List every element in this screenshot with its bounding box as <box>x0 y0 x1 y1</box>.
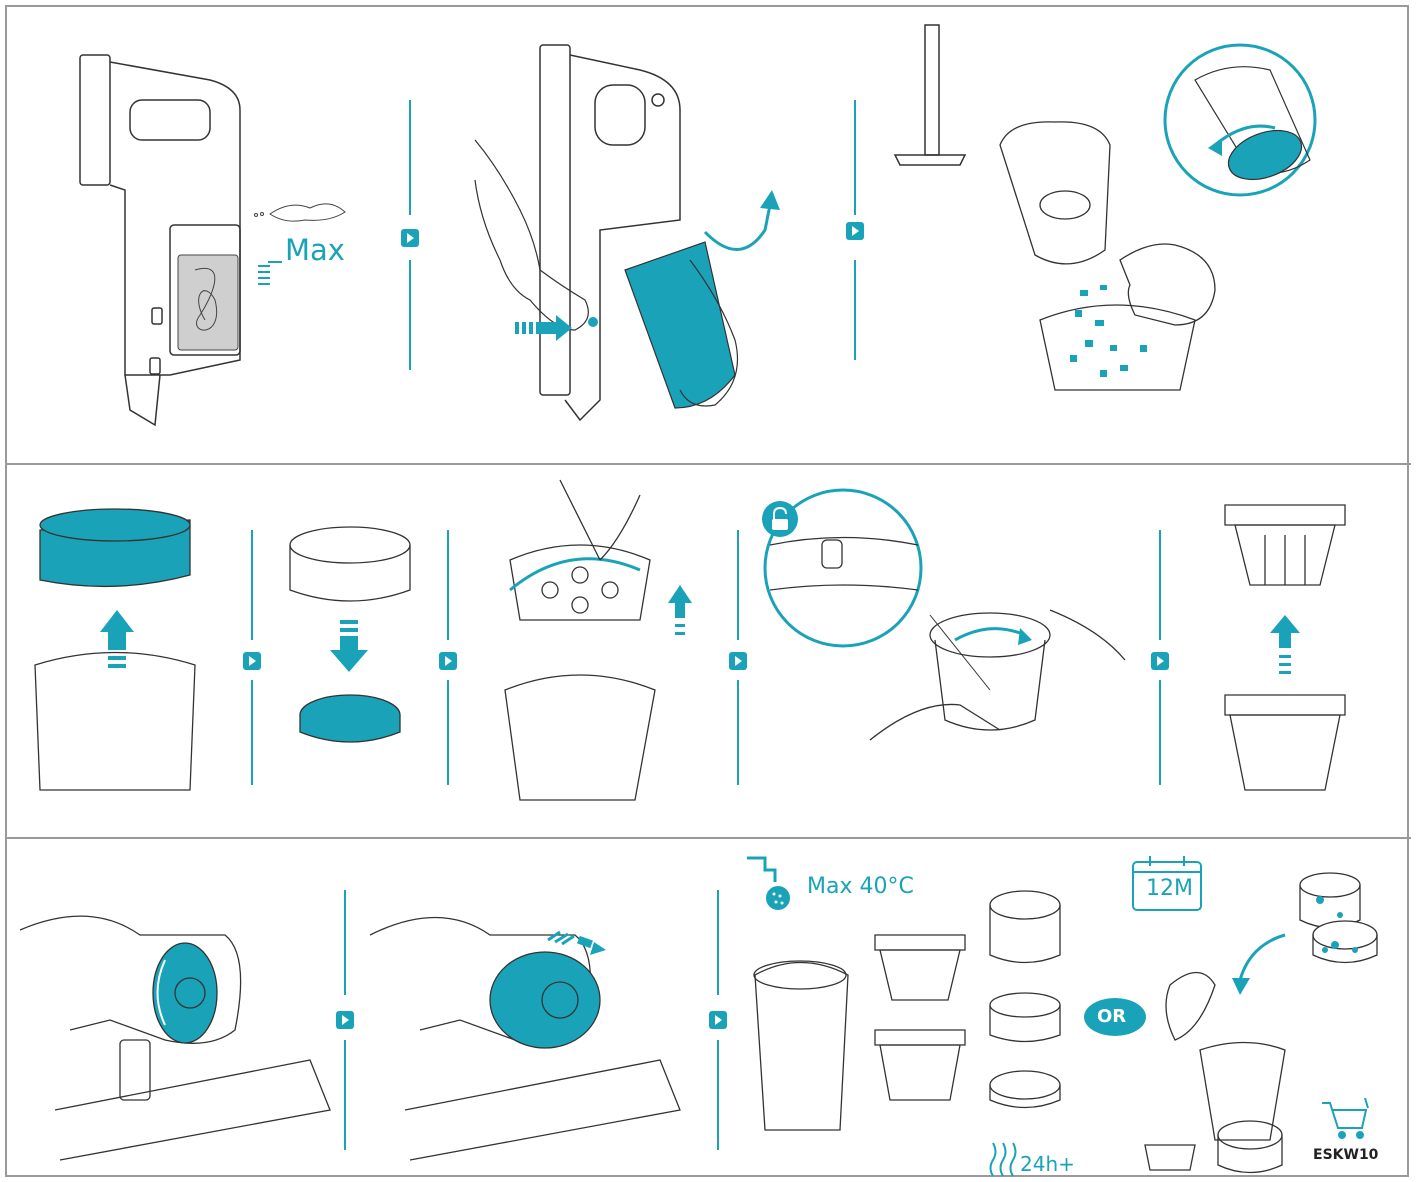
dust-cloud <box>255 204 346 221</box>
lift-up-arrow <box>668 585 692 635</box>
product-code-label: ESKW10 <box>1313 1147 1378 1163</box>
step-arrow-icon <box>1151 652 1169 670</box>
dust-bin-removed <box>625 242 738 408</box>
lift-arrow <box>705 190 780 250</box>
step-arrow-icon <box>709 1011 727 1029</box>
assemble-up-arrow <box>1270 615 1300 674</box>
vacuum-body-illustration <box>80 55 240 425</box>
or-label: OR <box>1097 1006 1126 1027</box>
max-fill-label: Max <box>285 233 345 267</box>
cyclone-rotate <box>870 610 1125 740</box>
hand-left <box>475 140 588 330</box>
step-arrow-icon <box>336 1011 354 1029</box>
zoom-circle-filter-twist <box>1165 45 1315 195</box>
step-arrow-icon <box>243 652 261 670</box>
water-tap-icon <box>747 858 790 910</box>
max-fill-marks <box>258 262 282 284</box>
washable-parts <box>754 891 1060 1130</box>
replacement-interval-label: 12M <box>1146 876 1193 901</box>
push-arrow <box>515 315 598 341</box>
debris-particles <box>1070 285 1147 377</box>
max-temperature-label: Max 40°C <box>807 874 914 899</box>
heat-waves-icon <box>991 1143 1016 1176</box>
dry-time-label: 24h+ <box>1020 1152 1075 1176</box>
discard-arrow <box>1232 935 1285 995</box>
stand-icon <box>895 25 965 165</box>
cyclone-lift <box>505 480 655 800</box>
filter-foam-separate <box>290 527 410 742</box>
filter-teal-twist <box>153 943 217 1043</box>
step-arrow-icon <box>729 652 747 670</box>
step-arrow-icon <box>401 229 419 247</box>
filter-teal-pull <box>490 932 606 1048</box>
debris-fill <box>178 255 238 350</box>
zoom-circle-unlock <box>762 490 990 690</box>
hepa-filter-lift <box>35 509 195 790</box>
step-arrow-icon <box>439 652 457 670</box>
step-arrow-icon <box>846 222 864 240</box>
shopping-cart-icon <box>1322 1098 1368 1138</box>
